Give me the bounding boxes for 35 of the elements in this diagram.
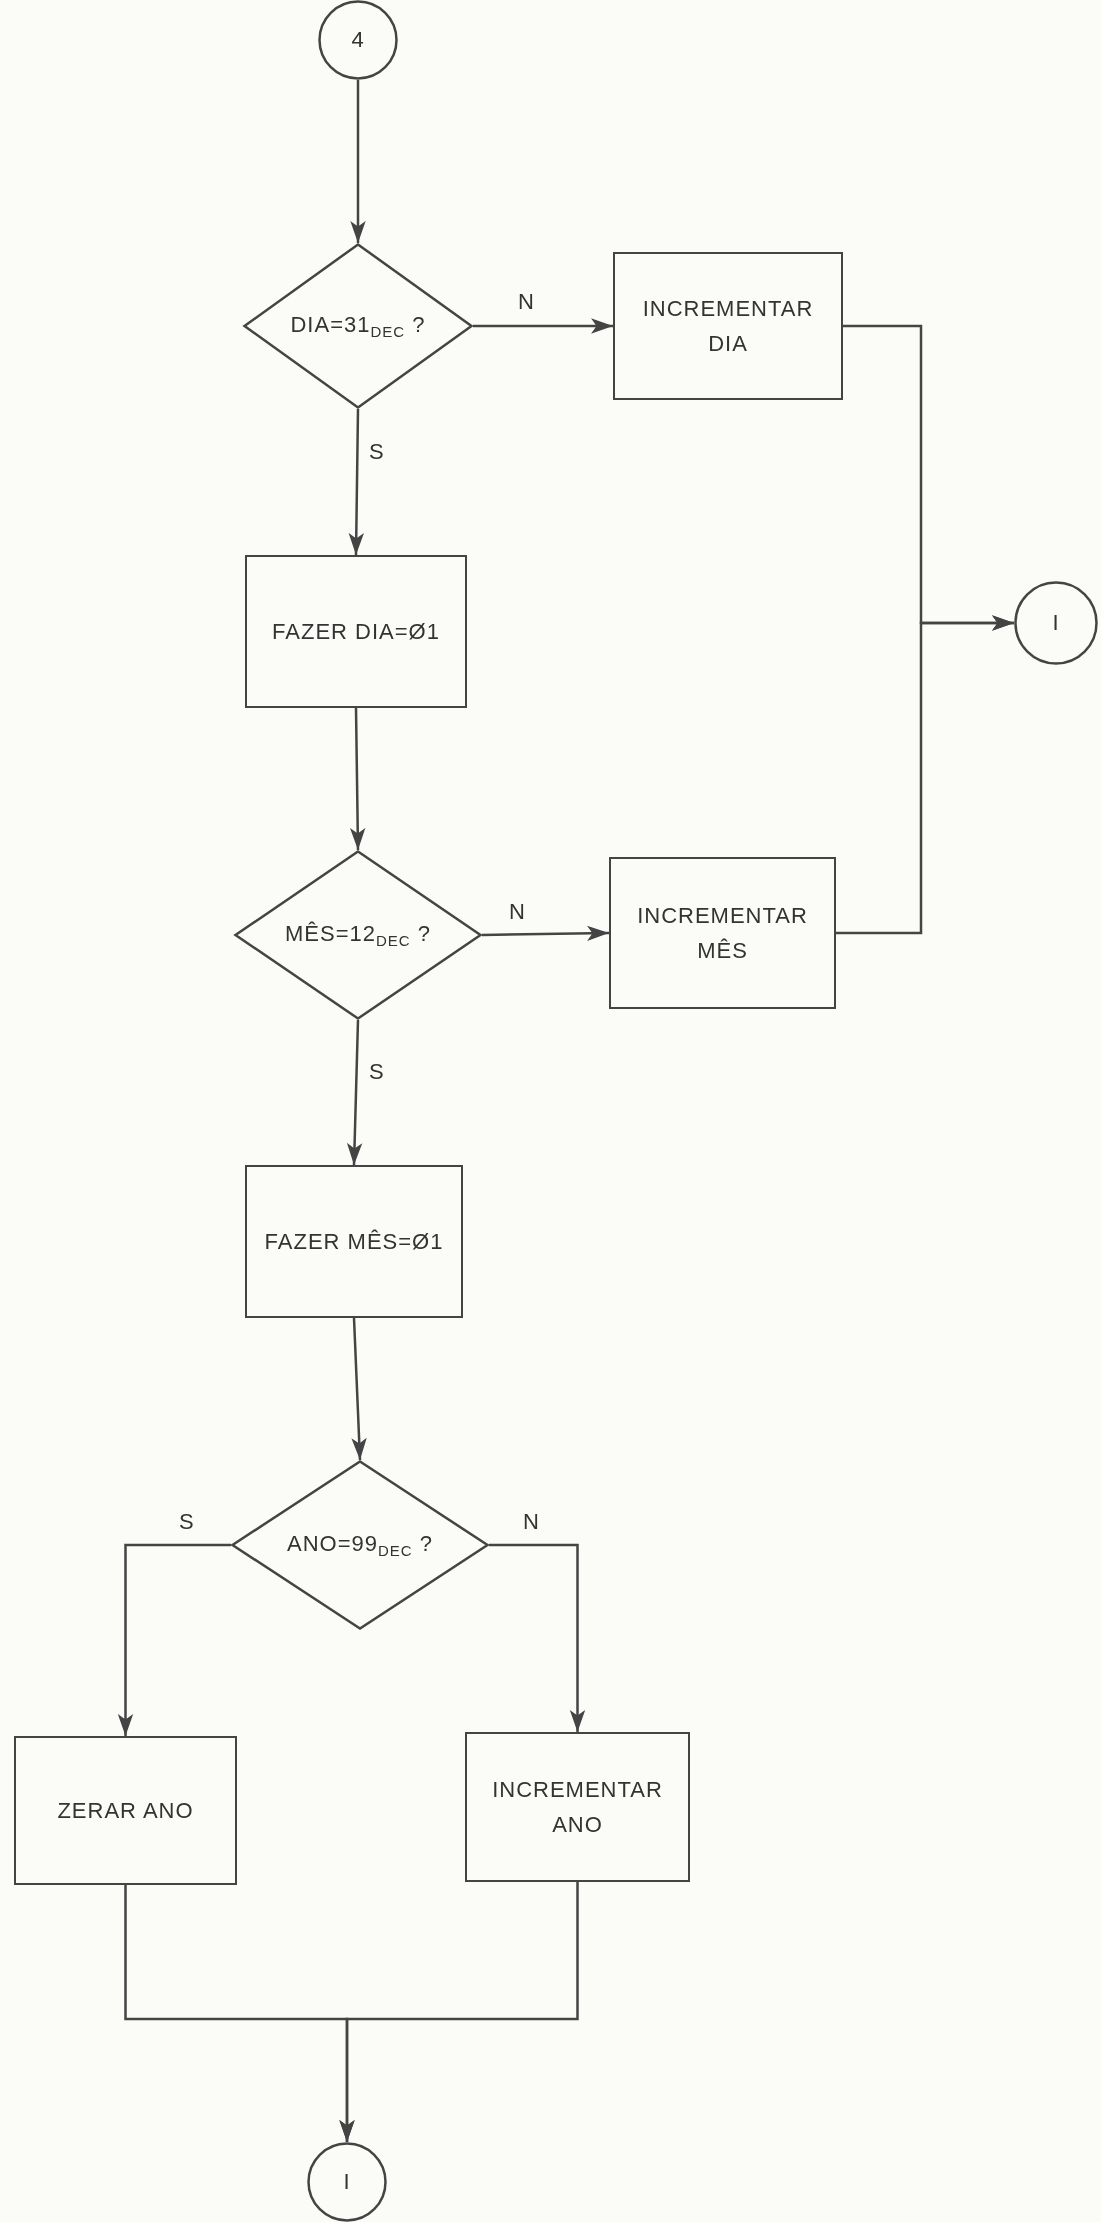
decision-diamond <box>243 243 473 409</box>
arrow <box>351 1317 367 1461</box>
process-text: INCREMENTAR DIA <box>641 294 815 358</box>
connector-circle <box>1014 581 1098 665</box>
process-box <box>245 1165 463 1318</box>
arrow <box>339 1882 579 2142</box>
process-text: INCREMENTAR MÊS <box>636 901 809 965</box>
process-text: FAZER MÊS=Ø1 <box>264 1227 444 1256</box>
connector-label: I <box>343 2168 351 2197</box>
connector-circle <box>318 0 398 80</box>
arrow <box>350 708 366 850</box>
process-box <box>613 252 843 400</box>
arrow <box>489 1543 586 1732</box>
arrow <box>348 409 364 555</box>
arrow <box>836 615 1014 935</box>
process-text: ZERAR ANO <box>57 1796 194 1825</box>
decision-text: ANO=99$_{DEC}$ ? <box>287 1530 433 1562</box>
process-box <box>465 1732 690 1882</box>
process-box <box>609 857 836 1009</box>
connector-circle <box>307 2142 387 2222</box>
process-text: INCREMENTAR ANO <box>491 1775 664 1839</box>
arrow <box>350 80 366 243</box>
arrow <box>473 318 613 334</box>
connector-label: 4 <box>351 26 365 55</box>
arrow <box>117 1543 231 1736</box>
process-box <box>14 1736 237 1885</box>
decision-diamond <box>234 850 482 1020</box>
connector-label: I <box>1052 609 1060 638</box>
process-text: FAZER DIA=Ø1 <box>272 617 440 646</box>
decision-text: MÊS=12$_{DEC}$ ? <box>285 920 431 952</box>
decision-text: DIA=31$_{DEC}$ ? <box>290 311 426 343</box>
arrow <box>481 925 610 942</box>
process-box <box>245 555 467 708</box>
decision-diamond <box>231 1460 489 1630</box>
arrow <box>346 1019 363 1166</box>
